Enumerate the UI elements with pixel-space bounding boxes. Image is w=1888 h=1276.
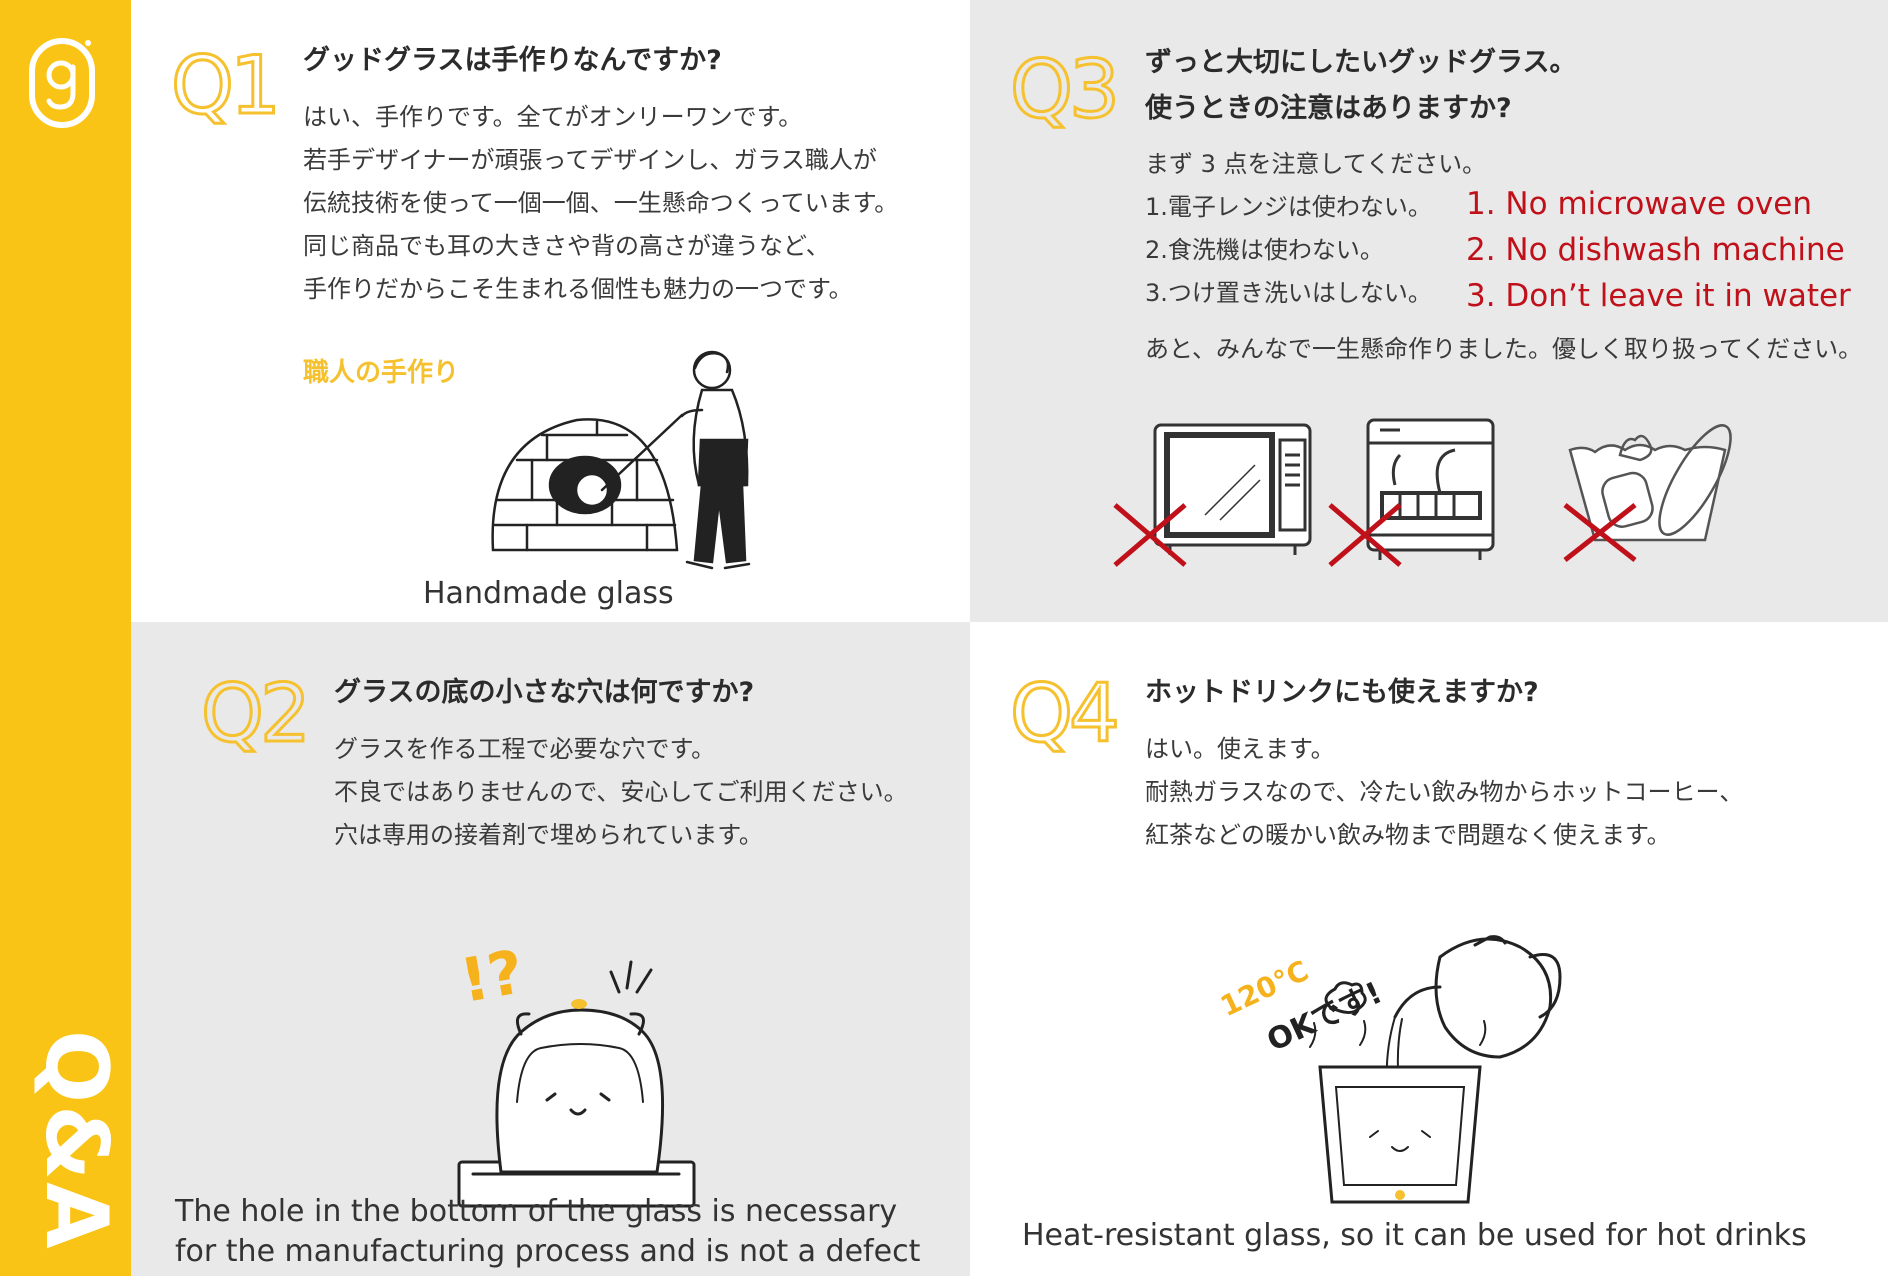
q4-line: はい。使えます。 — [1145, 735, 1335, 763]
q3-panel: Q3 ずっと大切にしたいグッドグラス。 使うときの注意はありますか? まず 3 … — [970, 0, 1888, 622]
q1-line: はい、手作りです。全てがオンリーワンです。 — [303, 103, 803, 131]
q1-line: 伝統技術を使って一個一個、一生懸命つくっています。 — [303, 189, 899, 217]
q1-caption: Handmade glass — [423, 576, 674, 611]
q3-point-3-en: 3. Don’t leave it in water — [1466, 278, 1851, 314]
q3-number: Q3 — [1009, 43, 1122, 136]
q3-point-2-en: 2. No dishwash machine — [1466, 232, 1845, 268]
q2-caption-line: The hole in the bottom of the glass is n… — [175, 1194, 898, 1229]
teapot-glass-illustration — [1309, 935, 1562, 1204]
q1-line: 若手デザイナーが頑張ってデザインし、ガラス職人が — [303, 146, 877, 174]
q1-accent-label: 職人の手作り — [303, 358, 460, 388]
q2-caption-line: for the manufacturing process and is not… — [175, 1234, 921, 1269]
sidebar: Q&A — [0, 0, 131, 1276]
q2-caption: The hole in the bottom of the glass is n… — [175, 1192, 920, 1272]
q2-answer: グラスを作る工程で必要な穴です。 不良ではありませんので、安心してご利用ください… — [334, 728, 908, 857]
q2-line: 不良ではありませんので、安心してご利用ください。 — [334, 778, 908, 806]
q3-intro: まず 3 点を注意してください。 — [1145, 150, 1487, 178]
q4-title: ホットドリンクにも使えますか? — [1145, 677, 1539, 708]
q2-line: グラスを作る工程で必要な穴です。 — [334, 735, 716, 763]
dishwasher-icon — [1328, 418, 1495, 567]
q1-line: 同じ商品でも耳の大きさや背の高さが違うなど、 — [303, 232, 830, 260]
q4-panel: Q4 ホットドリンクにも使えますか? はい。使えます。 耐熱ガラスなので、冷たい… — [970, 622, 1888, 1276]
q3-point-1: 1.電子レンジは使わない。 — [1145, 193, 1432, 221]
q2-title: グラスの底の小さな穴は何ですか? — [334, 677, 755, 708]
glassblower-illustration — [491, 350, 751, 570]
q4-number: Q4 — [1009, 667, 1122, 760]
q1-panel: Q1 グッドグラスは手作りなんですか? はい、手作りです。全てがオンリーワンです… — [131, 0, 970, 622]
soaking-tub-icon — [1563, 424, 1732, 562]
q3-point-2: 2.食洗機は使わない。 — [1145, 236, 1384, 264]
q4-caption: Heat-resistant glass, so it can be used … — [1022, 1218, 1807, 1253]
q3-point-3: 3.つけ置き洗いはしない。 — [1145, 279, 1432, 307]
q3-point-1-en: 1. No microwave oven — [1466, 186, 1812, 222]
q4-line: 耐熱ガラスなので、冷たい飲み物からホットコーヒー、 — [1145, 778, 1744, 806]
q1-title: グッドグラスは手作りなんですか? — [303, 45, 722, 76]
q4-line: 紅茶などの暖かい飲み物まで問題なく使えます。 — [1145, 821, 1671, 849]
q1-line: 手作りだからこそ生まれる個性も魅力の一つです。 — [303, 275, 853, 303]
q2-number: Q2 — [200, 667, 313, 760]
q2-line: 穴は専用の接着剤で埋められています。 — [334, 821, 763, 849]
q1-number: Q1 — [170, 39, 283, 132]
microwave-icon — [1113, 423, 1312, 567]
section-label: Q&A — [26, 1030, 126, 1251]
q1-answer: はい、手作りです。全てがオンリーワンです。 若手デザイナーが頑張ってデザインし、… — [303, 96, 898, 311]
glass-hole-illustration — [457, 960, 696, 1208]
q3-title: ずっと大切にしたいグッドグラス。 使うときの注意はありますか? — [1145, 40, 1576, 132]
q2-panel: Q2 グラスの底の小さな穴は何ですか? グラスを作る工程で必要な穴です。 不良で… — [131, 622, 970, 1276]
q3-title-line: ずっと大切にしたいグッドグラス。 — [1145, 47, 1577, 78]
brand-logo-icon — [29, 38, 95, 128]
q4-answer: はい。使えます。 耐熱ガラスなので、冷たい飲み物からホットコーヒー、 紅茶などの… — [1145, 728, 1743, 857]
q2-exclaim: !? — [455, 937, 529, 1017]
q3-outro: あと、みんなで一生懸命作りました。優しく取り扱ってください。 — [1145, 335, 1863, 363]
q3-title-line: 使うときの注意はありますか? — [1145, 93, 1512, 124]
